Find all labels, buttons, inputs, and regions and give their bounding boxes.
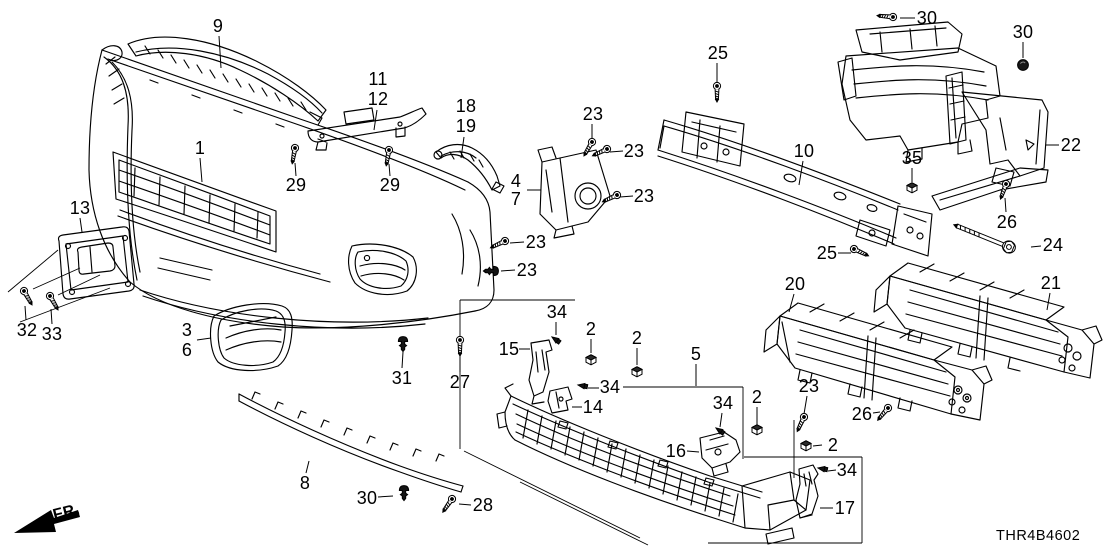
part-number-label: 2 [751, 387, 763, 407]
part-number-label: 30 [916, 8, 938, 28]
part-number-label: 31 [391, 368, 413, 388]
part-number-label: 34 [712, 393, 734, 413]
part-number-label: 25 [707, 43, 729, 63]
part-number-label: 9 [212, 16, 224, 36]
part-17-drawing [795, 464, 819, 519]
part-number-label: 30 [356, 488, 378, 508]
part-number-label: 5 [690, 344, 702, 364]
part-number-label: 22 [1060, 135, 1082, 155]
part-4-7-drawing [537, 146, 611, 239]
part-number-label: 2 [585, 319, 597, 339]
fr-direction-arrow [14, 510, 80, 533]
part-number-label: 26 [996, 212, 1018, 232]
part-number-label: 15 [498, 339, 520, 359]
part-18-19-drawing [433, 143, 505, 194]
part-20-drawing [763, 302, 993, 421]
part-number-label: 12 [367, 89, 389, 109]
part-number-label: 23 [623, 141, 645, 161]
part-number-label: 18 [455, 96, 477, 116]
part-number-label: 2 [631, 328, 643, 348]
part-number-label: 23 [633, 186, 655, 206]
part-number-label: 23 [516, 260, 538, 280]
part-number-label: 3 [181, 320, 193, 340]
part-number-label: 11 [368, 69, 388, 89]
bolt-24-icon [952, 223, 1016, 254]
part-number-label: 26 [851, 404, 873, 424]
part-15-drawing [528, 339, 553, 405]
part-number-label: 23 [798, 376, 820, 396]
part-8-drawing [238, 391, 464, 493]
part-number-label: 25 [816, 243, 838, 263]
part-number-label: 17 [834, 498, 856, 518]
part-5-drawing [496, 383, 811, 545]
part-22-drawing [837, 21, 1049, 187]
part-1-drawing [88, 45, 495, 329]
part-21-drawing [873, 262, 1103, 379]
part-3-6-drawing [209, 303, 293, 372]
part-number-label: 34 [599, 377, 621, 397]
part-14-drawing [547, 386, 573, 414]
part-number-label: 33 [41, 324, 63, 344]
part-number-label: 27 [449, 372, 471, 392]
part-number-label: 1 [194, 138, 206, 158]
part-number-label: 32 [16, 320, 38, 340]
part-number-label: 34 [546, 302, 568, 322]
part-number-label: 13 [69, 198, 91, 218]
part-9-drawing [127, 36, 327, 126]
part-number-label: 28 [472, 495, 494, 515]
part-number-label: 2 [827, 435, 839, 455]
part-number-label: 29 [379, 175, 401, 195]
part-number-label: 7 [510, 189, 522, 209]
part-number-label: 24 [1042, 235, 1064, 255]
part-number-label: 21 [1040, 273, 1062, 293]
part-number-label: 6 [181, 340, 193, 360]
part-16-drawing [699, 431, 741, 477]
part-number-label: 35 [901, 148, 923, 168]
part-number-label: 23 [525, 232, 547, 252]
part-number-label: 19 [455, 116, 477, 136]
part-10-drawing [657, 111, 1049, 257]
part-number-label: 10 [793, 141, 815, 161]
part-number-label: 29 [285, 175, 307, 195]
part-number-label: 20 [784, 274, 806, 294]
leader-lines [24, 17, 1059, 509]
part-number-label: 16 [665, 441, 687, 461]
reference-lines [7, 249, 863, 546]
part-number-label: 4 [510, 171, 522, 191]
part-11-12-drawing [307, 107, 427, 151]
part-13-drawing [57, 226, 135, 300]
part-number-label: 14 [582, 397, 604, 417]
diagram-code: THR4B4602 [996, 528, 1081, 544]
part-number-label: 30 [1012, 22, 1034, 42]
part-number-label: 8 [299, 473, 311, 493]
part-number-label: 23 [582, 104, 604, 124]
part-number-label: 34 [836, 460, 858, 480]
